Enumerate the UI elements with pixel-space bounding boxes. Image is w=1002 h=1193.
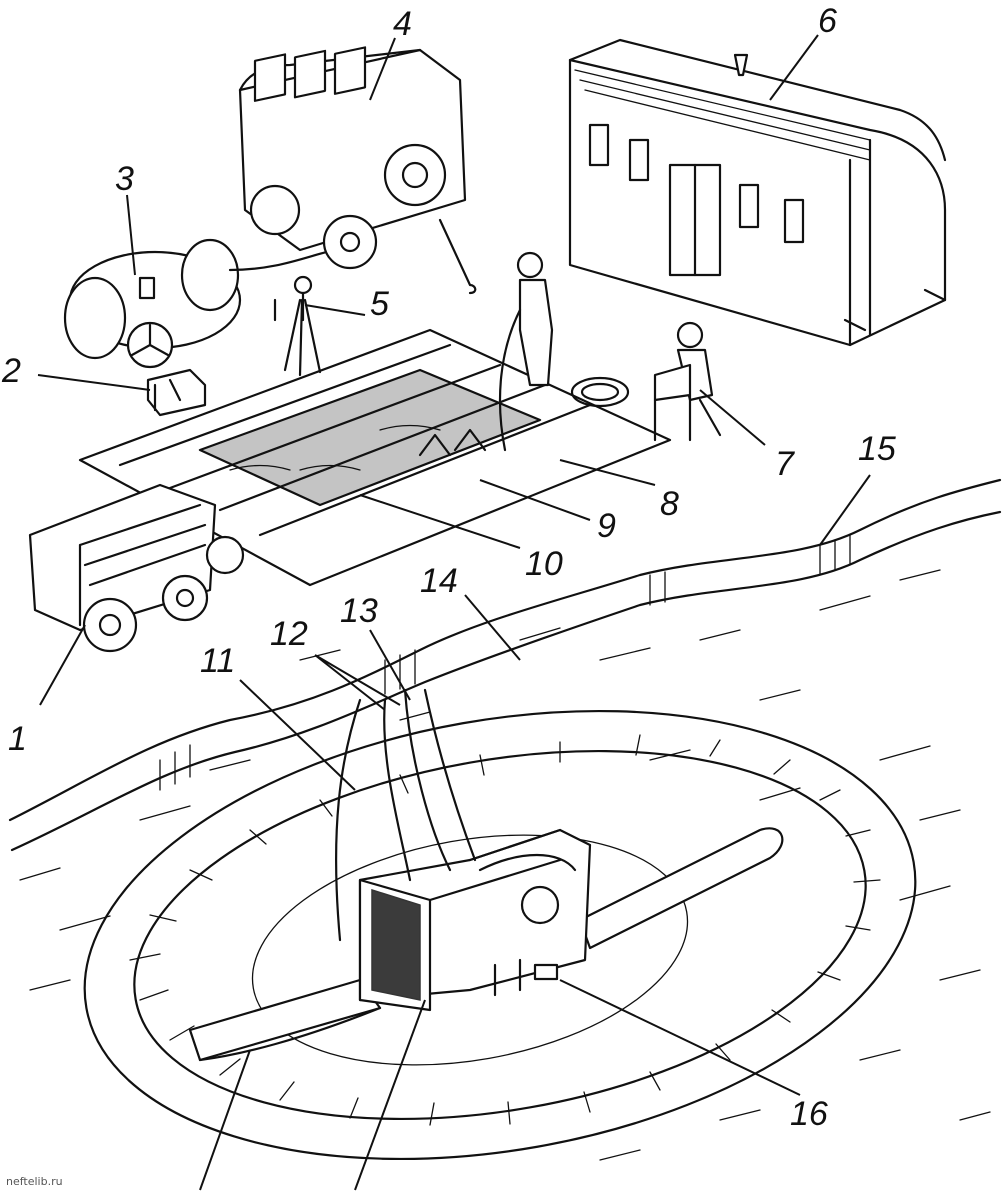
pipeline-trench-zone [83, 709, 917, 1161]
underwater-welding-chamber [358, 828, 592, 1012]
callout-10: 10 [525, 545, 563, 583]
callout-2: 2 [1, 352, 21, 390]
callout-5: 5 [370, 285, 389, 323]
mobile-workshop-trailer [238, 46, 477, 295]
tripod-operator [273, 275, 322, 377]
callout-3: 3 [115, 160, 134, 198]
power-trailer [28, 483, 245, 653]
callout-13: 13 [340, 592, 378, 630]
callout-9: 9 [597, 507, 616, 545]
callout-11: 11 [200, 642, 235, 680]
callout-14: 14 [420, 562, 458, 600]
work-platform [78, 328, 672, 587]
cables [334, 688, 477, 942]
callout-8: 8 [660, 485, 679, 523]
ice-surface-edge [8, 478, 1002, 852]
callout-7: 7 [775, 445, 795, 483]
seated-communicator [653, 321, 722, 442]
control-box [146, 368, 207, 417]
callout-15: 15 [858, 430, 896, 468]
living-cabin [568, 38, 947, 347]
ice-hatching [19, 569, 991, 1161]
callout-6: 6 [818, 2, 837, 40]
compressor-tank [63, 238, 372, 369]
callout-labels: 1 2 3 4 5 6 7 8 9 10 11 12 13 14 15 16 [1, 2, 896, 1133]
watermark: neftelib.ru [6, 1175, 63, 1188]
pipeline [188, 827, 784, 1062]
callout-16: 16 [790, 1095, 828, 1133]
standing-worker [498, 251, 630, 452]
callout-12: 12 [270, 615, 308, 653]
callout-4: 4 [393, 5, 412, 43]
callout-1: 1 [8, 720, 27, 758]
leader-lines [37, 34, 871, 1191]
